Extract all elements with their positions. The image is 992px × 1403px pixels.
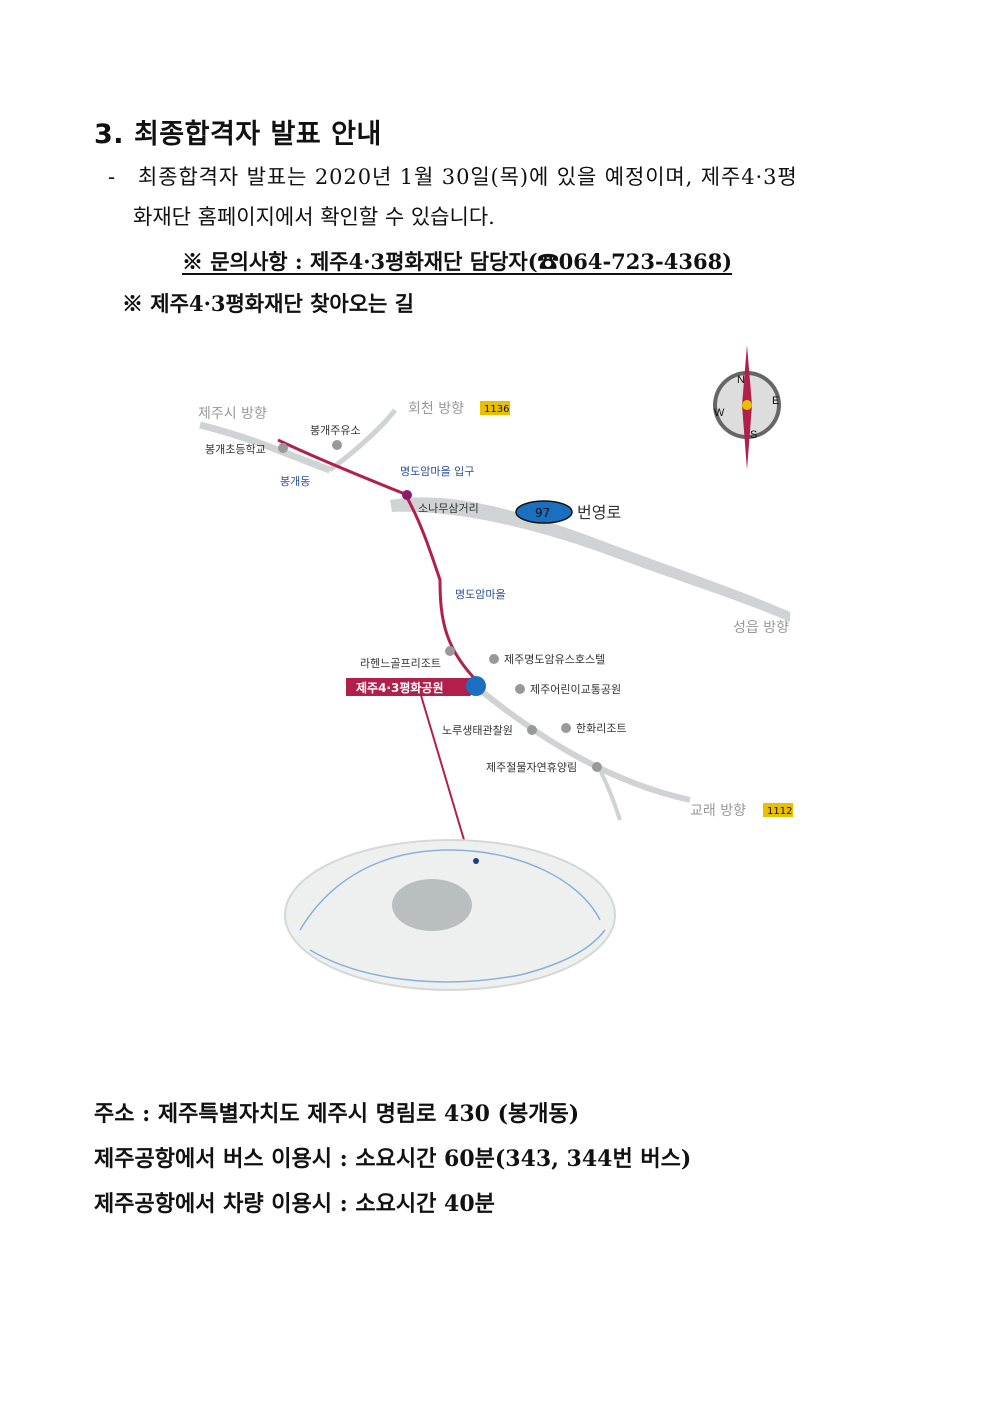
compass: N E W S	[713, 345, 781, 470]
road-hoecheon	[328, 408, 397, 472]
label-youth-hostel: 제주명도암유스호스텔	[504, 653, 605, 666]
label-gyorae: 교래 방향	[690, 803, 746, 819]
marker-traffic-park	[515, 684, 525, 694]
label-deer-park: 노루생태관찰원	[442, 724, 513, 737]
road-gyorae	[478, 687, 691, 803]
peace-park-banner	[346, 678, 482, 696]
contact-info: ※ 문의사항 : 제주4·3평화재단 담당자(☎064-723-4368)	[182, 249, 733, 274]
label-myeongdoam-entrance: 명도암마을 입구	[400, 465, 474, 478]
marker-peace-park	[466, 676, 486, 696]
badge-1136	[480, 401, 510, 415]
compass-e: E	[772, 395, 779, 407]
road-south	[598, 769, 622, 821]
section-title: 3. 최종합격자 발표 안내	[94, 119, 382, 150]
label-bonggae-gas: 봉개주유소	[310, 424, 361, 437]
label-hoecheon: 회천 방향	[408, 401, 464, 417]
label-beonyeong: 번영로	[577, 503, 621, 522]
pointer-line	[419, 691, 471, 861]
marker-sonamu	[402, 490, 412, 500]
hallasan	[392, 879, 472, 931]
compass-n: N	[737, 374, 745, 386]
route-line	[277, 438, 482, 686]
marker-youth-hostel	[489, 654, 499, 664]
address-line: 주소 : 제주특별자치도 제주시 명림로 430 (봉개동)	[94, 1101, 580, 1127]
marker-bonggae-school	[278, 443, 288, 453]
directions-map: N E W S 제주시 방향 회천 방향 1136 봉개주유소 봉개초등학교 봉…	[198, 345, 793, 991]
marker-hanwha	[561, 723, 571, 733]
island-road-2	[309, 929, 606, 983]
car-info-line: 제주공항에서 차량 이용시 : 소요시간 40분	[94, 1191, 495, 1217]
marker-lahaen	[445, 646, 455, 656]
road-west	[199, 421, 332, 474]
directions-heading: ※ 제주4·3평화재단 찾아오는 길	[122, 291, 414, 316]
beonyeong-road	[390, 497, 790, 622]
bus-info-line: 제주공항에서 버스 이용시 : 소요시간 60분(343, 344번 버스)	[94, 1146, 692, 1172]
marker-deer-park	[527, 725, 537, 735]
island-road-1	[299, 849, 601, 931]
badge-1136-text: 1136	[484, 404, 509, 415]
label-seongeup: 성읍 방향	[733, 620, 789, 636]
bullet-dash: -	[108, 165, 116, 189]
label-forest: 제주절물자연휴양림	[486, 761, 577, 774]
label-myeongdoam: 명도암마을	[455, 588, 506, 601]
label-bonggae-school: 봉개초등학교	[205, 443, 266, 456]
notice-line-1: 최종합격자 발표는 2020년 1월 30일(목)에 있을 예정이며, 제주4·…	[138, 165, 798, 189]
badge-97	[515, 500, 573, 524]
label-hanwha: 한화리조트	[576, 722, 627, 735]
label-sonamu: 소나무삼거리	[418, 502, 479, 515]
marker-forest	[592, 762, 602, 772]
compass-w: W	[714, 407, 725, 419]
badge-97-text: 97	[535, 506, 550, 520]
badge-1112	[763, 803, 793, 817]
notice-line-2: 화재단 홈페이지에서 확인할 수 있습니다.	[133, 205, 495, 229]
label-traffic-park: 제주어린이교통공원	[530, 683, 621, 696]
label-lahaen: 라헨느골프리조트	[360, 657, 441, 670]
marker-bonggae-gas	[332, 440, 342, 450]
label-jeju-city: 제주시 방향	[198, 406, 267, 422]
label-peace-park: 제주4·3평화공원	[356, 680, 444, 695]
island-marker	[473, 858, 479, 864]
compass-s: S	[750, 429, 757, 441]
label-bonggae-dong: 봉개동	[280, 475, 310, 488]
badge-1112-text: 1112	[767, 806, 792, 817]
